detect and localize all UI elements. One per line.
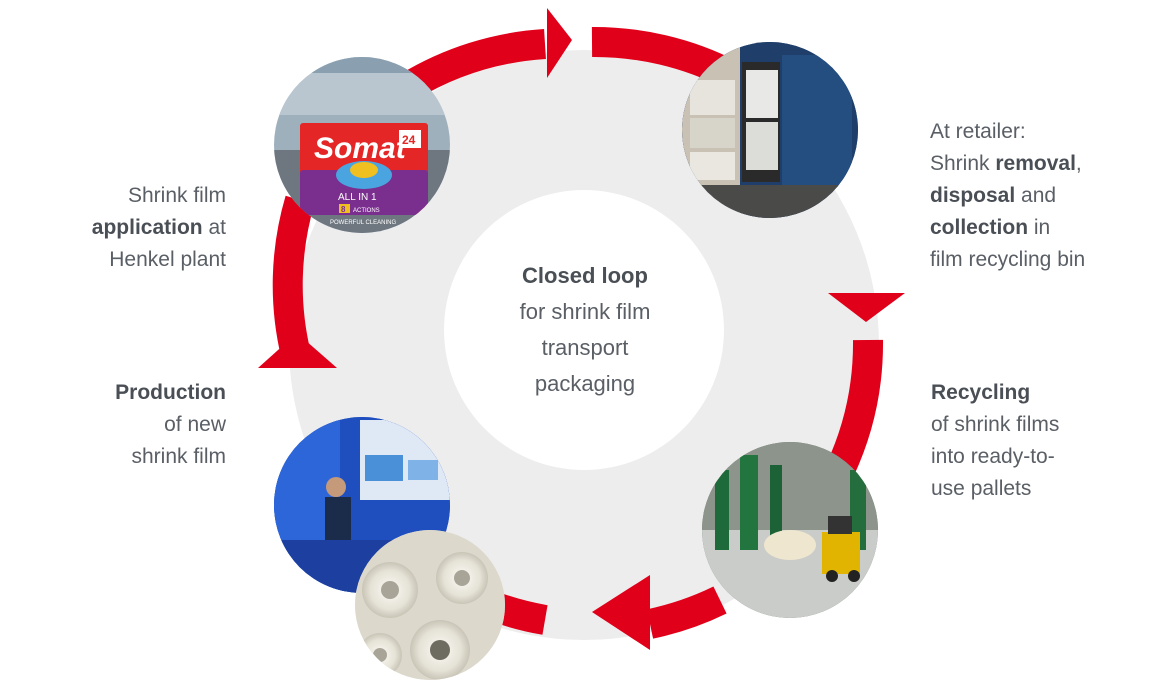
application-line-3: Henkel plant [109,248,226,271]
retailer-line-3: disposal and [930,180,1160,212]
production-keyword: Production [115,381,226,404]
photo-film-rolls [355,530,505,680]
pack-count: 24 [402,133,416,147]
arrowhead-left [258,333,337,368]
arrowhead-bottom [592,575,650,650]
retailer-line-2-post: , [1075,152,1082,175]
retailer-line-2: Shrink removal, [930,148,1160,180]
step-recycling-label: Recycling of shrink films into ready-to-… [931,377,1131,505]
production-line-2: of new [164,413,226,436]
step-application-label: Shrink film application at Henkel plant [80,180,226,276]
ring-segment-right [826,339,884,477]
application-keyword: application [91,216,203,239]
application-line-1: Shrink film [127,184,226,207]
ring-segment-bottom-right [646,586,727,639]
arrowhead-top [547,8,572,78]
application-line-2-rest: at [202,216,226,239]
pack-actions-count: 8 [341,205,346,214]
retailer-line-5: film recycling bin [930,248,1086,271]
application-line-2: application at [80,212,226,244]
retailer-keyword-collection: collection [930,216,1029,239]
pack-variant: ALL IN 1 [338,192,377,203]
center-caption: Closed loop for shrink film transport pa… [460,258,710,402]
pack-claim: POWERFUL CLEANING [330,220,396,226]
ring-segment-left [272,195,315,359]
recycling-keyword: Recycling [931,381,1031,404]
center-line-3: packaging [534,371,636,396]
recycling-line-1: Recycling [931,377,1131,409]
production-line-1: Production [80,377,226,409]
retailer-line-1: At retailer: [930,120,1026,143]
recycling-line-2: of shrink films [931,413,1060,436]
recycling-line-3: into ready-to- [931,445,1055,468]
production-line-3: shrink film [131,445,226,468]
center-line-1: for shrink film [519,299,651,324]
recycling-line-4: use pallets [931,477,1032,500]
center-title: Closed loop [522,263,648,288]
step-production-label: Production of new shrink film [80,377,226,473]
pack-actions-label: ACTIONS [353,208,380,214]
center-line-2: transport [541,335,629,360]
arrowhead-right [828,293,905,322]
photo-truck-retailer [682,42,858,218]
retailer-keyword-removal: removal [995,152,1076,175]
retailer-line-3-rest: and [1015,184,1057,207]
ring-segment-top-left [400,29,547,100]
retailer-line-2-pre: Shrink [930,152,996,175]
somat-logo: Somat [314,132,408,165]
retailer-keyword-disposal: disposal [930,184,1016,207]
center-circle [444,190,724,470]
retailer-line-4: collection in [930,212,1160,244]
retailer-line-4-rest: in [1028,216,1051,239]
step-retailer-label: At retailer: Shrink removal, disposal an… [930,116,1160,276]
photo-somat-product: Somat 24 ALL IN 1 8 ACTIONS POWERFUL CLE… [274,57,450,233]
